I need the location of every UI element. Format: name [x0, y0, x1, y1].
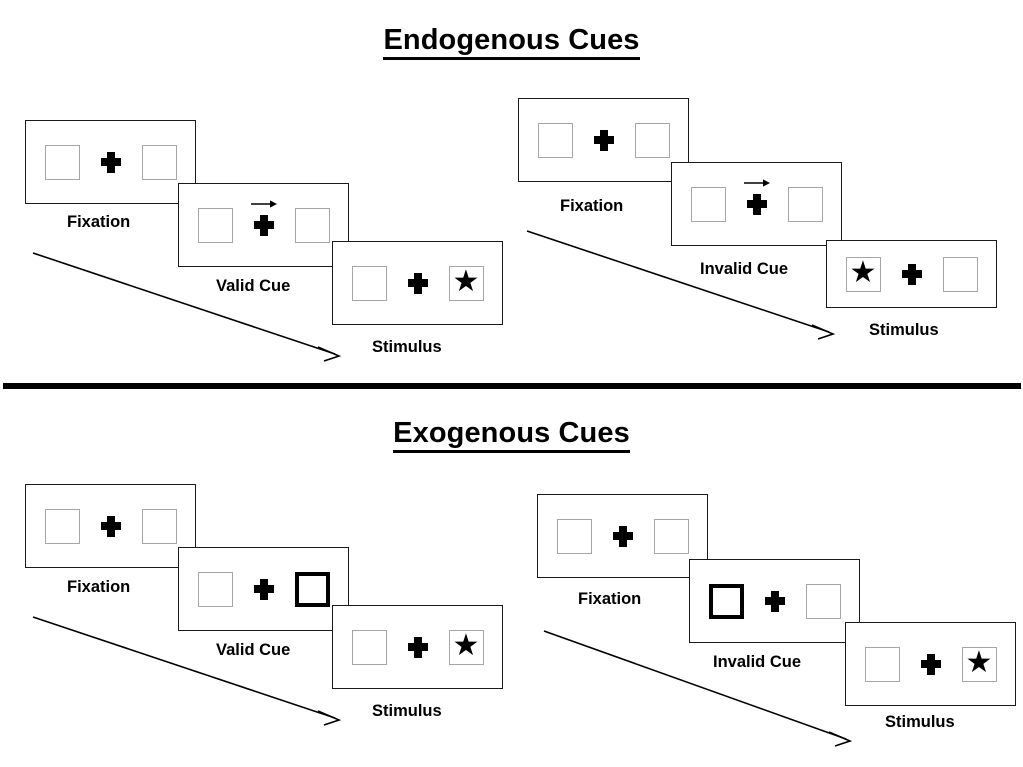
caption-exogenous-valid-fixation: Fixation	[67, 578, 131, 596]
section-title-endogenous: Endogenous Cues	[0, 24, 1023, 60]
frame-endogenous-invalid-cue	[671, 162, 842, 246]
frame-content: ★	[351, 265, 484, 301]
left-target-box: ★	[845, 256, 881, 292]
left-placeholder-box	[351, 265, 387, 301]
right-cue-box-highlighted	[294, 571, 330, 607]
fixation-cross-icon	[920, 653, 941, 675]
caption-exogenous-invalid-fixation: Fixation	[578, 590, 642, 608]
frame-content: ★	[351, 629, 484, 665]
frame-exogenous-invalid-fixation	[537, 494, 708, 578]
fixation-cross-icon	[407, 636, 428, 658]
frame-content	[44, 144, 177, 180]
caption-endogenous-invalid-fixation: Fixation	[560, 197, 624, 215]
fixation-cross-icon	[250, 199, 277, 236]
frame-content	[197, 571, 330, 607]
frame-content	[708, 583, 841, 619]
fixation-cross-icon	[253, 578, 274, 600]
left-placeholder-box	[197, 571, 233, 607]
fixation-cross-icon	[901, 263, 922, 285]
section-divider	[3, 383, 1021, 389]
left-placeholder-box	[690, 186, 726, 222]
frame-content: ★	[845, 256, 978, 292]
star-target-icon: ★	[452, 629, 480, 662]
frame-endogenous-valid-stimulus: ★	[332, 241, 503, 325]
right-target-box: ★	[961, 646, 997, 682]
cue-arrow-right-icon	[743, 178, 770, 188]
fixation-cross-icon	[100, 515, 121, 537]
section-title-exogenous: Exogenous Cues	[0, 417, 1023, 453]
caption-exogenous-valid-stimulus: Stimulus	[372, 702, 442, 720]
right-target-box: ★	[448, 629, 484, 665]
left-placeholder-box	[556, 518, 592, 554]
caption-exogenous-valid-cue: Valid Cue	[216, 641, 291, 659]
frame-exogenous-invalid-cue	[689, 559, 860, 643]
right-placeholder-box	[653, 518, 689, 554]
right-placeholder-box	[634, 122, 670, 158]
frame-content	[690, 178, 823, 222]
time-arrow-exogenous-invalid	[541, 626, 861, 751]
right-placeholder-box	[805, 583, 841, 619]
frame-endogenous-valid-fixation	[25, 120, 196, 204]
left-placeholder-box	[864, 646, 900, 682]
frame-content	[197, 199, 330, 243]
fixation-cross-icon	[100, 151, 121, 173]
caption-endogenous-invalid-stimulus: Stimulus	[869, 321, 939, 339]
star-target-icon: ★	[849, 256, 877, 289]
fixation-cross-icon	[407, 272, 428, 294]
caption-endogenous-invalid-cue: Invalid Cue	[700, 260, 789, 278]
frame-content	[537, 122, 670, 158]
right-placeholder-box	[141, 144, 177, 180]
left-placeholder-box	[44, 144, 80, 180]
frame-endogenous-valid-cue	[178, 183, 349, 267]
frame-exogenous-valid-cue	[178, 547, 349, 631]
frame-content: ★	[864, 646, 997, 682]
caption-endogenous-valid-stimulus: Stimulus	[372, 338, 442, 356]
fixation-cross-icon	[764, 590, 785, 612]
fixation-cross-icon	[612, 525, 633, 547]
left-placeholder-box	[351, 629, 387, 665]
cue-arrow-right-icon	[250, 199, 277, 209]
left-cue-box-highlighted	[708, 583, 744, 619]
fixation-cross-icon	[593, 129, 614, 151]
fixation-cross-icon	[743, 178, 770, 215]
left-placeholder-box	[197, 207, 233, 243]
frame-exogenous-invalid-stimulus: ★	[845, 622, 1016, 706]
right-placeholder-box	[294, 207, 330, 243]
right-placeholder-box	[141, 508, 177, 544]
star-target-icon: ★	[452, 265, 480, 298]
frame-content	[44, 508, 177, 544]
star-target-icon: ★	[965, 646, 993, 679]
caption-exogenous-invalid-cue: Invalid Cue	[713, 653, 802, 671]
section-title-endogenous-text: Endogenous Cues	[383, 24, 640, 60]
frame-endogenous-invalid-stimulus: ★	[826, 240, 997, 308]
section-title-exogenous-text: Exogenous Cues	[393, 417, 630, 453]
frame-endogenous-invalid-fixation	[518, 98, 689, 182]
right-placeholder-box	[787, 186, 823, 222]
right-placeholder-box	[942, 256, 978, 292]
caption-exogenous-invalid-stimulus: Stimulus	[885, 713, 955, 731]
frame-content	[556, 518, 689, 554]
caption-endogenous-valid-cue: Valid Cue	[216, 277, 291, 295]
caption-endogenous-valid-fixation: Fixation	[67, 213, 131, 231]
left-placeholder-box	[537, 122, 573, 158]
right-target-box: ★	[448, 265, 484, 301]
frame-exogenous-valid-stimulus: ★	[332, 605, 503, 689]
left-placeholder-box	[44, 508, 80, 544]
frame-exogenous-valid-fixation	[25, 484, 196, 568]
